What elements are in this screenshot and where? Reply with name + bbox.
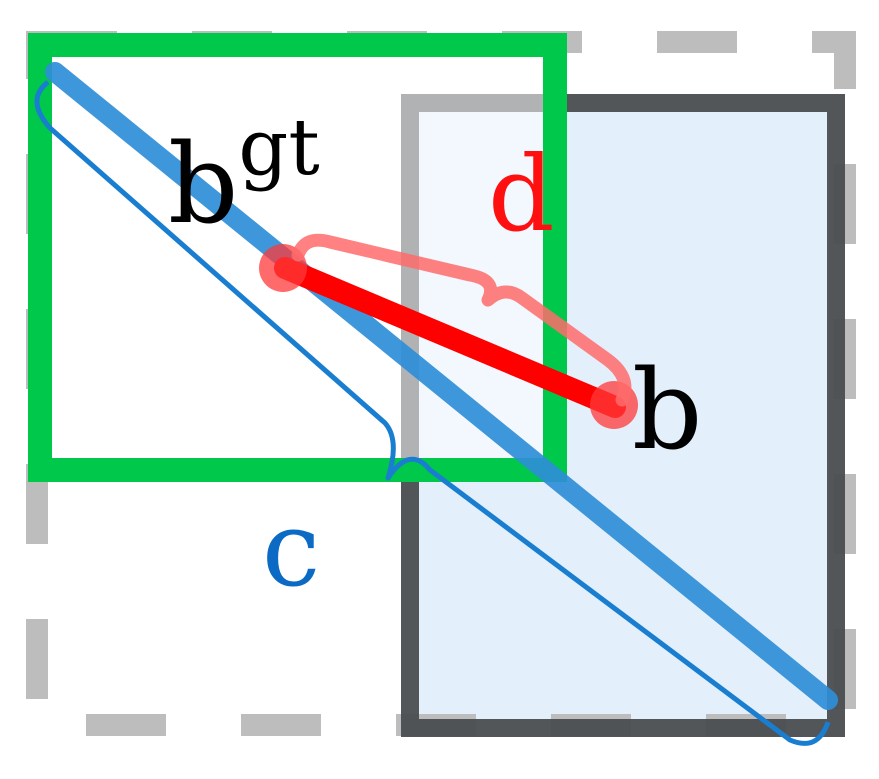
- distance-brace: [291, 233, 632, 407]
- enclosing-diagonal-line: [45, 62, 838, 710]
- predicted-box-label: b: [632, 346, 702, 474]
- ground-truth-label-base: b: [168, 120, 238, 248]
- ground-truth-label-superscript: gt: [238, 103, 319, 193]
- center-distance-line: [274, 257, 626, 418]
- diagonal-brace: [34, 80, 831, 746]
- enclosing-diagonal-label: c: [262, 488, 320, 610]
- center-distance-label: d: [488, 133, 555, 255]
- ground-truth-label: bgt: [168, 103, 320, 248]
